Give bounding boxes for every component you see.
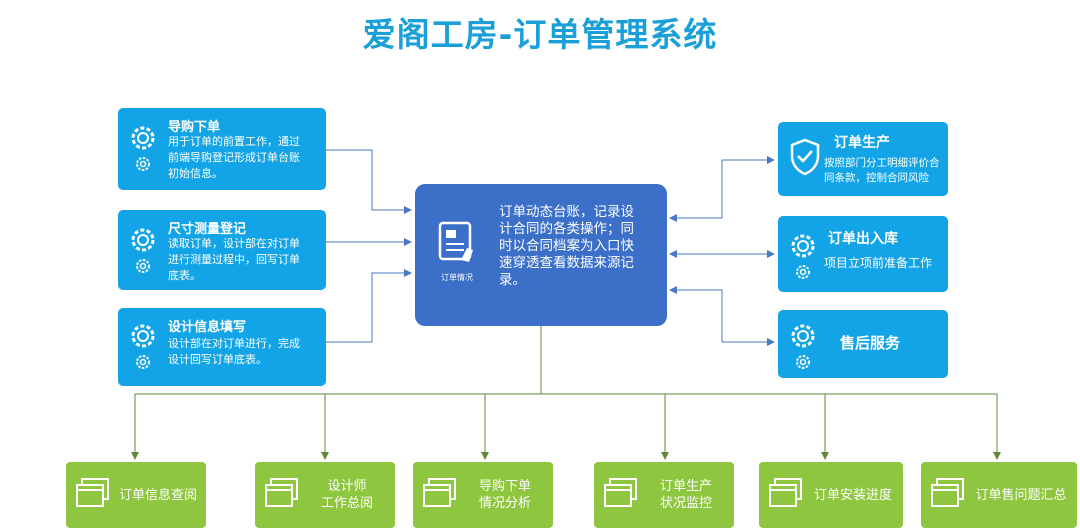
right-box-desc: 按照部门分工明细评价合 同条款，控制合同风险 [824,157,940,184]
bottom-box-designer[interactable]: 设计师工作总阅 [255,462,395,528]
center-desc: 订单动态台账，记录设 计合同的各类操作；同 时以合同档案为入口快 速穿透查看数据… [499,204,634,288]
left-box-desc: 设计部在对订单进行，完成 设计回写订单底表。 [168,337,300,366]
bottom-box-order-info[interactable]: 订单信息查阅 [66,462,206,528]
right-box-warehouse[interactable]: 订单出入库 项目立项前准备工作 [778,216,948,292]
window-icon [265,478,298,507]
left-box-guide-order[interactable]: 导购下单 用于订单的前置工作，通过 前端导购登记形成订单台账 初始信息。 [118,108,326,190]
bottom-box-issue-summary[interactable]: 订单售问题汇总 [921,462,1077,528]
window-icon [604,478,637,507]
document-icon [438,221,473,262]
page-title: 爱阁工房-订单管理系统 [362,15,718,54]
left-box-title: 设计信息填写 [168,320,247,335]
bottom-box-label: 订单售问题汇总 [975,487,1067,503]
right-box-title: 订单生产 [834,135,890,151]
right-box-after-sales[interactable]: 售后服务 [778,310,948,378]
gear-icon [791,234,815,279]
right-box-title: 订单出入库 [828,231,898,247]
right-box-title: 售后服务 [840,334,901,352]
window-icon [76,478,109,507]
left-box-title: 尺寸测量登记 [168,222,247,237]
window-icon [769,478,802,507]
bottom-box-label: 订单安装进度 [813,487,892,503]
left-box-desc: 读取订单，设计部在对订单 进行测量过程中，回写订单 底表。 [168,237,300,282]
shield-icon [790,138,820,176]
bottom-box-production-monitor[interactable]: 订单生产状况监控 [594,462,734,528]
bottom-box-label: 订单信息查阅 [118,487,197,503]
window-icon [423,478,456,507]
center-icon-label: 订单情况 [441,273,473,282]
bottom-box-label: 订单生产状况监控 [659,479,712,511]
center-box-order-ledger[interactable]: 订单情况 订单动态台账，记录设 计合同的各类操作；同 时以合同档案为入口快 速穿… [415,184,667,326]
left-box-design-info[interactable]: 设计信息填写 设计部在对订单进行，完成 设计回写订单底表。 [118,308,326,386]
gear-icon [131,324,155,369]
right-box-desc: 项目立项前准备工作 [824,256,933,270]
gear-icon [131,228,155,273]
left-box-desc: 用于订单的前置工作，通过 前端导购登记形成订单台账 初始信息。 [168,135,300,180]
bottom-box-guide-analysis[interactable]: 导购下单情况分析 [413,462,553,528]
gear-icon [791,324,815,369]
window-icon [931,478,964,507]
left-box-measurement[interactable]: 尺寸测量登记 读取订单，设计部在对订单 进行测量过程中，回写订单 底表。 [118,210,326,290]
gear-icon [131,126,155,171]
right-box-production[interactable]: 订单生产 按照部门分工明细评价合 同条款，控制合同风险 [778,122,948,196]
bottom-box-label: 导购下单情况分析 [478,479,531,511]
bottom-box-install-progress[interactable]: 订单安装进度 [759,462,903,528]
left-box-title: 导购下单 [168,120,221,135]
bottom-box-label: 设计师工作总阅 [320,479,373,511]
